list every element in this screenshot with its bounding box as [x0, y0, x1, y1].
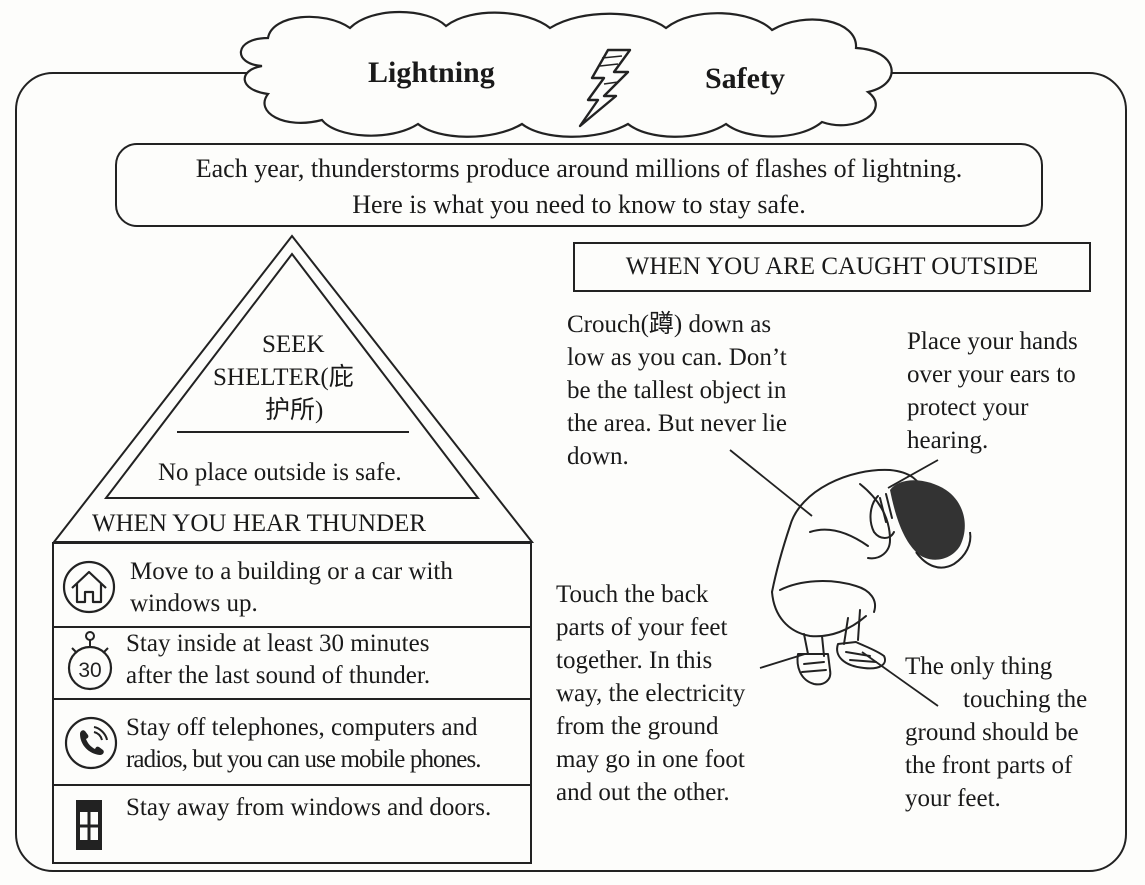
feet-back-line-5: from the ground [556, 713, 719, 740]
feet-back-line-3: together. In this [556, 647, 713, 674]
intro-box: Each year, thunderstorms produce around … [115, 143, 1043, 227]
crouch-tip: Crouch(蹲) down as low as you can. Don’t … [567, 308, 787, 473]
cloud-icon [239, 11, 893, 138]
lightning-bolt-icon [578, 48, 632, 128]
stopwatch-number: 30 [78, 659, 101, 682]
tip-1-line-1: Move to a building or a car with [130, 558, 453, 585]
hands-line-1: Place your hands [907, 328, 1078, 355]
tip-3-line-1: Stay off telephones, computers and [126, 714, 478, 741]
feet-front-line-5: your feet. [905, 785, 1001, 812]
tip-2-line-2: after the last sound of thunder. [126, 662, 431, 689]
tip-1-line-2: windows up. [130, 590, 258, 617]
intro-line-2: Here is what you need to know to stay sa… [352, 190, 806, 219]
tip-row-1: Move to a building or a car with windows… [52, 542, 532, 628]
feet-front-line-3: ground should be [905, 719, 1079, 746]
feet-front-tip: The only thing touching the ground shoul… [905, 650, 1087, 815]
pyramid-top-line-2: SHELTER(庇 [213, 364, 354, 391]
crouching-person-illustration [771, 468, 972, 686]
crouch-line-3: be the tallest object in [567, 377, 787, 404]
feet-back-line-7: and out the other. [556, 779, 730, 806]
stopwatch-icon: 30 [67, 631, 113, 691]
tip-row-2: 30 Stay inside at least 30 minutes after… [52, 628, 532, 700]
phone-icon [64, 716, 118, 770]
tip-row-3: Stay off telephones, computers and radio… [52, 700, 532, 786]
hands-line-2: over your ears to [907, 361, 1076, 388]
feet-back-tip: Touch the back parts of your feet togeth… [556, 578, 745, 809]
feet-back-line-2: parts of your feet [556, 614, 728, 641]
title-safety: Safety [705, 62, 785, 95]
feet-back-line-1: Touch the back [556, 581, 709, 608]
crouch-line-2: low as you can. Don’t [567, 344, 787, 371]
tip-3-line-2: radios, but you can use mobile phones. [126, 746, 482, 773]
hands-tip: Place your hands over your ears to prote… [907, 325, 1078, 457]
crouch-line-1: Crouch(蹲) down as [567, 311, 772, 338]
pyramid-middle-text: No place outside is safe. [158, 459, 402, 486]
tip-row-4: Stay away from windows and doors. [52, 786, 532, 864]
house-icon [62, 560, 116, 614]
pyramid-top-line-1: SEEK [262, 331, 325, 358]
intro-line-1: Each year, thunderstorms produce around … [195, 154, 963, 183]
title-lightning: Lightning [368, 56, 495, 89]
window-icon [76, 800, 102, 850]
feet-front-line-1: The only thing [905, 653, 1053, 680]
feet-back-line-4: way, the electricity [556, 680, 746, 707]
crouch-line-5: down. [567, 443, 629, 470]
feet-back-line-6: may go in one foot [556, 746, 745, 773]
feet-front-line-2: touching the [963, 686, 1088, 713]
hands-line-3: protect your [907, 394, 1029, 421]
hands-line-4: hearing. [907, 427, 989, 454]
tip-4-line-1: Stay away from windows and doors. [126, 794, 492, 821]
feet-front-line-4: the front parts of [905, 752, 1073, 779]
caught-outside-header: WHEN YOU ARE CAUGHT OUTSIDE [573, 242, 1091, 292]
pyramid-top-line-3: 护所) [265, 397, 324, 424]
crouch-line-4: the area. But never lie [567, 410, 788, 437]
pyramid-base-header: WHEN YOU HEAR THUNDER [92, 510, 426, 537]
tip-2-line-1: Stay inside at least 30 minutes [126, 630, 430, 657]
